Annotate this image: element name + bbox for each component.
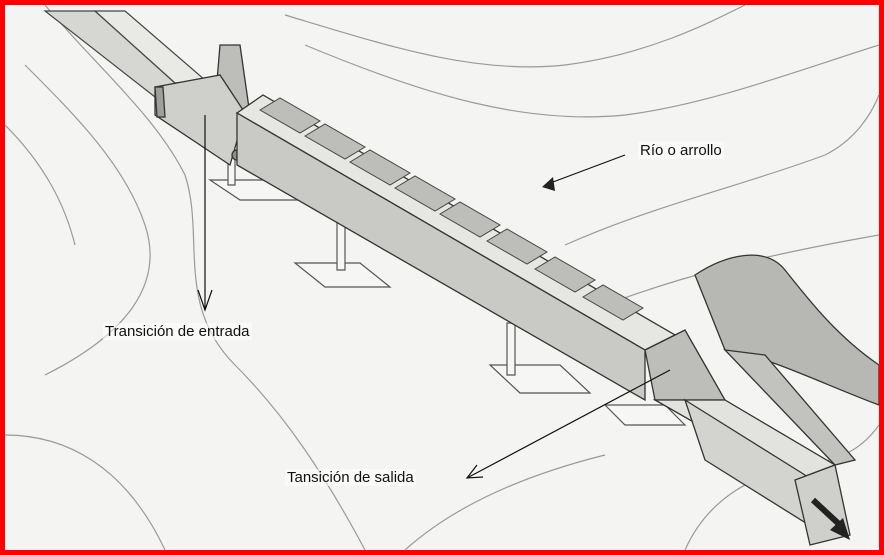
outlet-leader-line <box>466 369 671 479</box>
outlet-transition-structure <box>644 254 879 546</box>
inlet-transition-structure <box>154 44 251 167</box>
aqueduct-piers <box>208 149 687 426</box>
outlet-transition-label: Tansición de salida <box>285 469 416 486</box>
inlet-leader-arrowhead <box>197 289 213 312</box>
flow-direction-arrow-icon <box>810 497 850 540</box>
leader-lines <box>197 115 671 479</box>
flume-body <box>235 94 677 402</box>
river-marker-icon <box>542 177 555 191</box>
river-label: Río o arrollo <box>638 142 724 159</box>
inlet-transition-label: Transición de entrada <box>103 323 252 340</box>
outlet-leader-arrowhead <box>465 464 484 479</box>
river-leader-line <box>544 154 626 186</box>
aqueduct-drawing <box>5 5 879 550</box>
